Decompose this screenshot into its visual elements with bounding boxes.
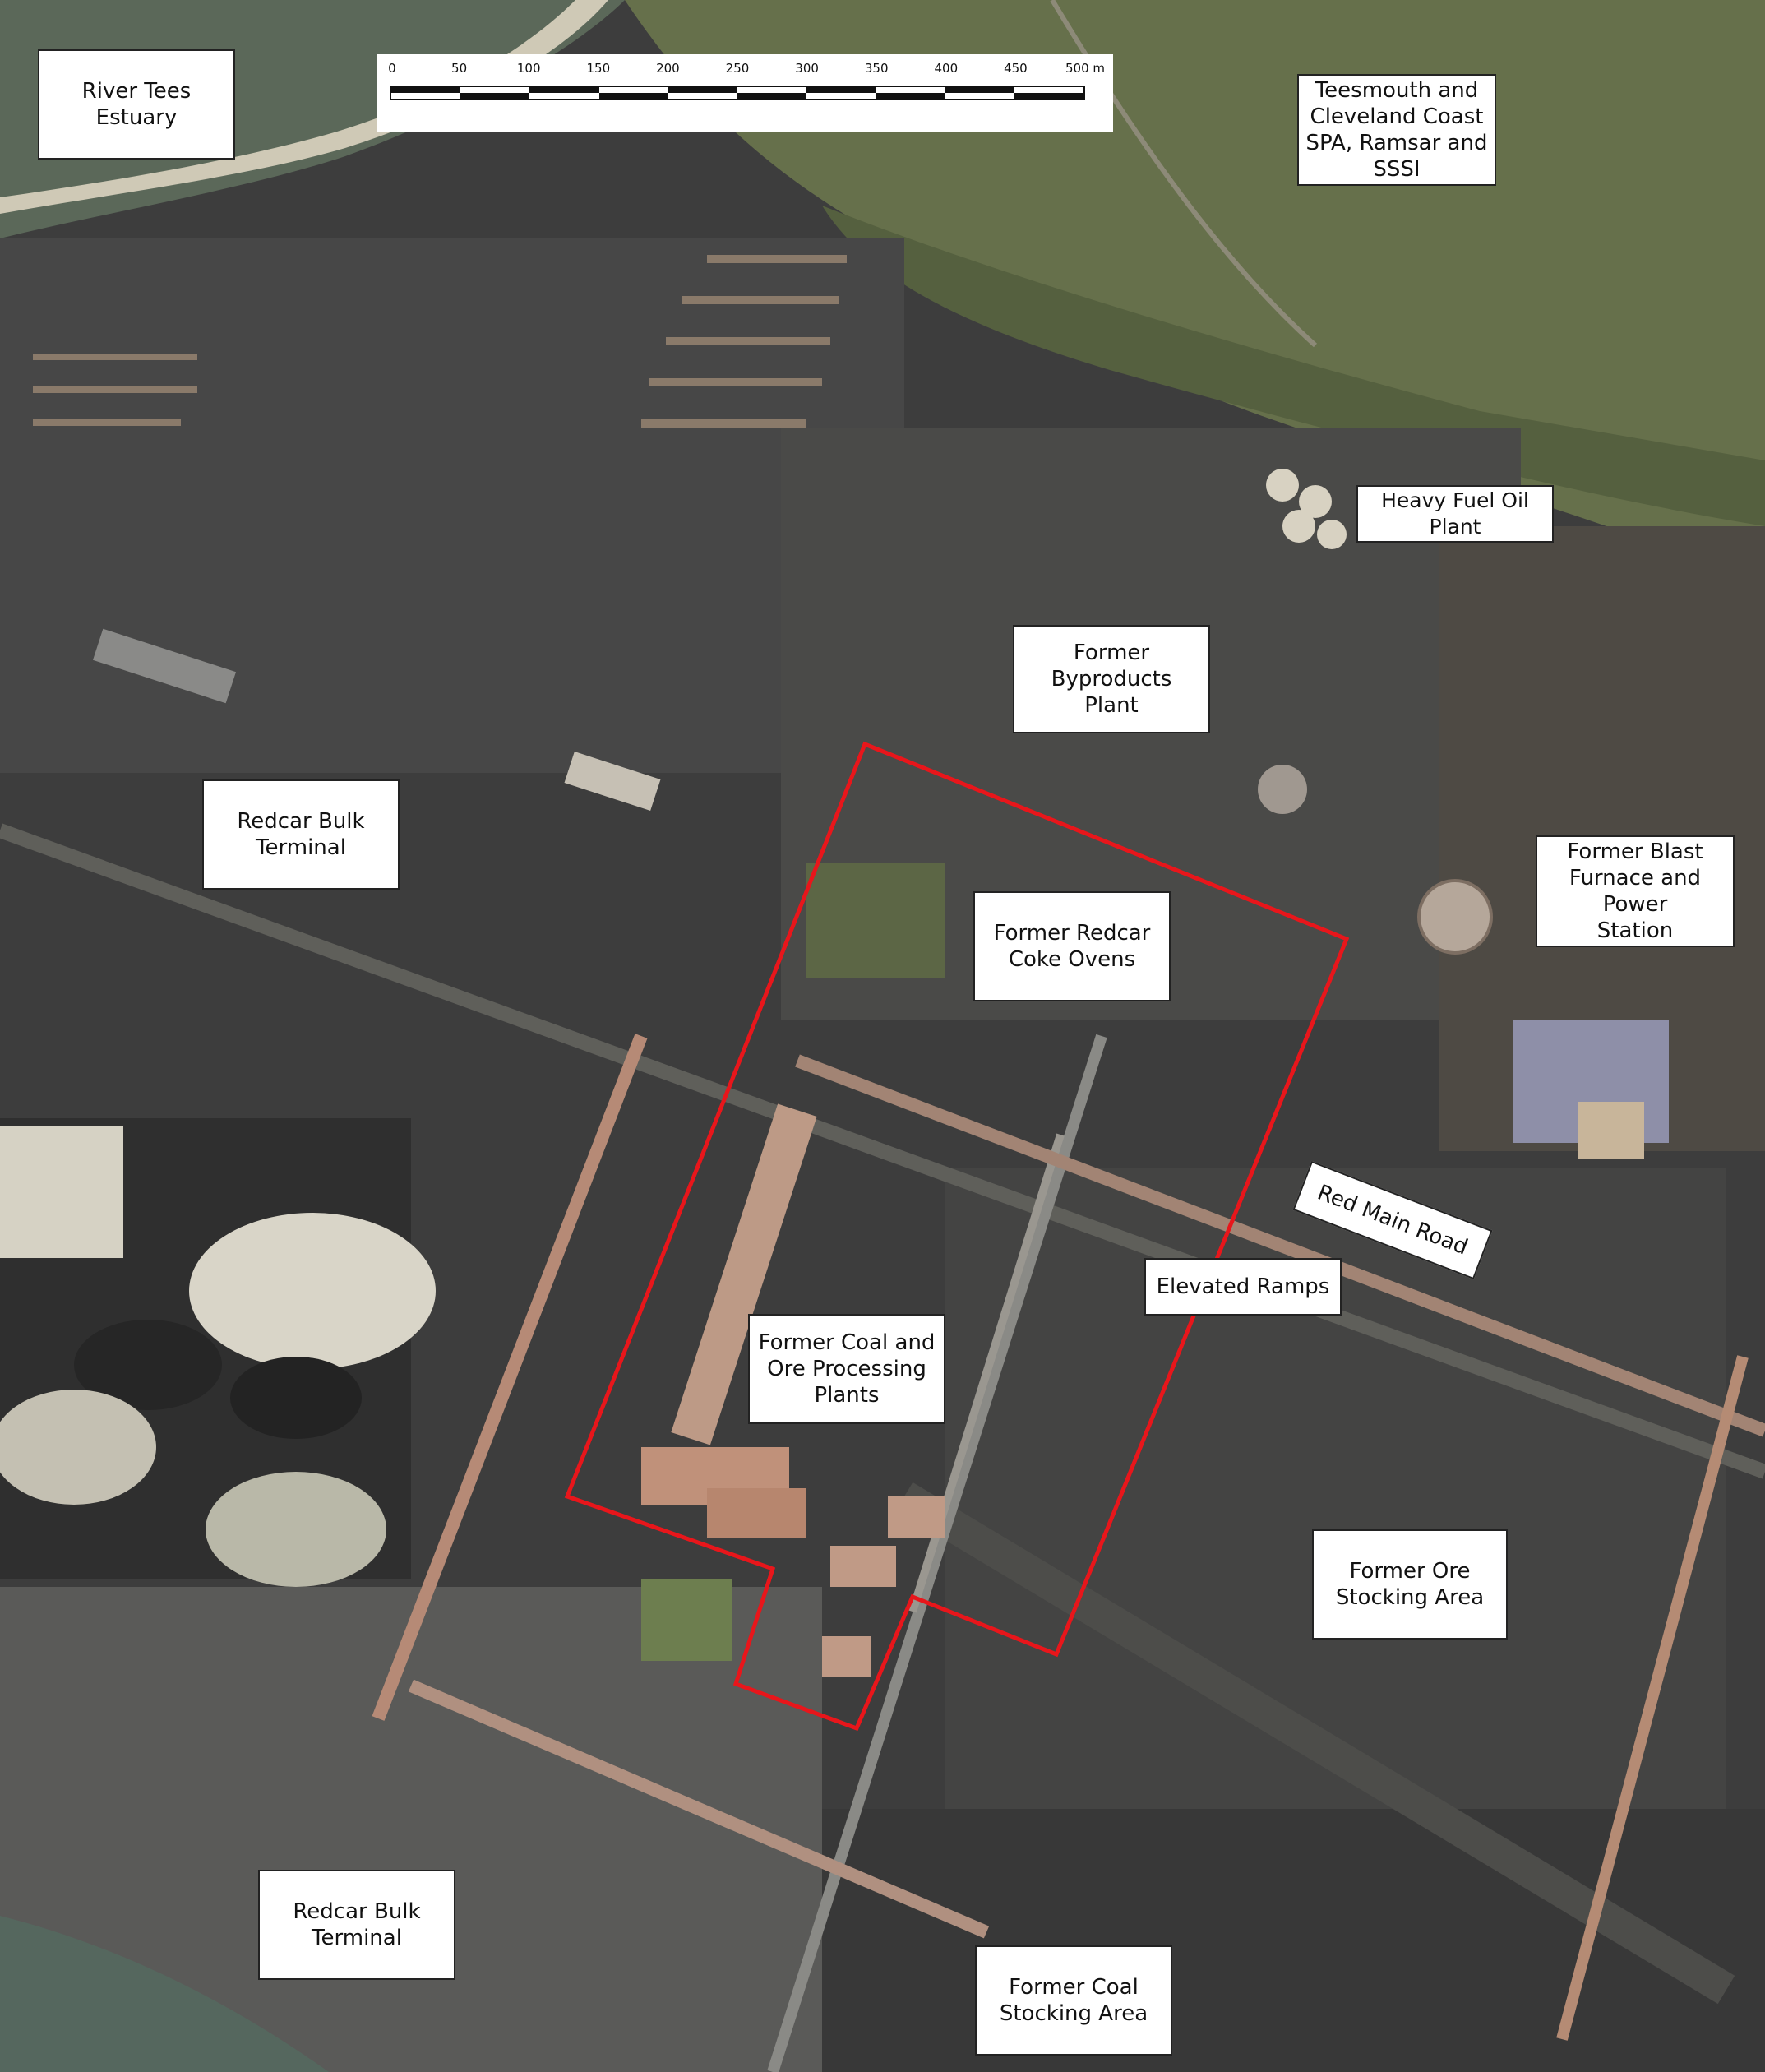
label-redcar-bulk-terminal-north: Redcar Bulk Terminal bbox=[202, 779, 400, 890]
scale-segment bbox=[668, 87, 738, 99]
scale-tick-label: 500 m bbox=[1065, 61, 1106, 76]
sand-stockpile bbox=[0, 1390, 156, 1505]
north-warehouse bbox=[92, 628, 237, 704]
north-stockyard bbox=[0, 238, 904, 773]
red-main-road-line bbox=[0, 823, 1765, 1479]
estuary-sand bbox=[0, 0, 608, 214]
scale-tick-label: 450 bbox=[1004, 61, 1028, 76]
scale-segment bbox=[737, 87, 807, 99]
label-river-tees-estuary: River Tees Estuary bbox=[38, 49, 235, 160]
scale-tick-label: 250 bbox=[725, 61, 750, 76]
white-stockpile-2 bbox=[0, 1126, 123, 1258]
coke-ovens-green bbox=[806, 863, 945, 978]
scale-bar-segments bbox=[390, 86, 1085, 100]
gasholder-dome bbox=[1417, 879, 1493, 955]
white-stockpile-1 bbox=[189, 1213, 436, 1369]
label-redcar-bulk-terminal-south: Redcar Bulk Terminal bbox=[258, 1870, 455, 1980]
scale-segment bbox=[460, 87, 530, 99]
power-station-annex bbox=[1578, 1102, 1644, 1159]
scale-segment bbox=[806, 87, 876, 99]
scale-tick-label: 0 bbox=[388, 61, 396, 76]
dark-stockpile-1 bbox=[74, 1320, 222, 1410]
scale-segment bbox=[391, 87, 461, 99]
vegetation-strip bbox=[822, 206, 1765, 526]
label-former-byproducts-plant: Former Byproducts Plant bbox=[1013, 625, 1210, 733]
fuel-oil-tanks bbox=[1266, 469, 1347, 549]
scale-tick-label: 100 bbox=[516, 61, 541, 76]
processing-building-3 bbox=[830, 1546, 896, 1587]
scale-segment bbox=[1014, 87, 1084, 99]
conveyor-ramp-main bbox=[767, 1034, 1107, 2072]
scale-segment bbox=[876, 87, 945, 99]
scale-segment bbox=[598, 87, 668, 99]
scale-segment bbox=[529, 87, 599, 99]
processing-building-4 bbox=[822, 1636, 871, 1677]
scale-tick-label: 200 bbox=[656, 61, 680, 76]
conveyor-east-edge bbox=[1556, 1355, 1749, 2041]
gasholder-2 bbox=[1258, 765, 1307, 814]
scale-tick-label: 400 bbox=[934, 61, 959, 76]
conveyor-west bbox=[372, 1034, 648, 1721]
label-former-ore-stocking-area: Former Ore Stocking Area bbox=[1312, 1529, 1508, 1640]
site-boundary bbox=[564, 741, 1350, 1732]
green-field bbox=[641, 1579, 732, 1661]
label-former-coal-stocking-area: Former Coal Stocking Area bbox=[975, 1945, 1172, 2056]
processing-building-5 bbox=[888, 1496, 945, 1538]
processing-building-long bbox=[671, 1103, 817, 1445]
label-former-blast-furnace: Former Blast Furnace and Power Station bbox=[1536, 835, 1735, 947]
scale-segment bbox=[945, 87, 1014, 99]
scale-bar: 0 50 100 150 200 250 300 350 400 450 500 m bbox=[377, 54, 1113, 132]
north-yard-rows bbox=[33, 255, 847, 428]
label-former-coal-ore-processing: Former Coal and Ore Processing Plants bbox=[748, 1314, 945, 1424]
scale-tick-label: 350 bbox=[864, 61, 889, 76]
north-building-2 bbox=[564, 751, 661, 812]
processing-building-2 bbox=[707, 1488, 806, 1538]
label-teesmouth-spa: Teesmouth and Cleveland Coast SPA, Ramsa… bbox=[1297, 74, 1496, 186]
rail-corridor-east bbox=[895, 1482, 1735, 2005]
scale-tick-label: 50 bbox=[451, 61, 468, 76]
conveyor-south bbox=[408, 1679, 990, 1939]
grey-stockpile bbox=[206, 1472, 386, 1587]
label-elevated-ramps: Elevated Ramps bbox=[1144, 1258, 1342, 1316]
scale-tick-label: 150 bbox=[586, 61, 611, 76]
scale-tick-label: 300 bbox=[795, 61, 819, 76]
south-water bbox=[0, 1916, 329, 2072]
dark-stockpile-2 bbox=[230, 1357, 362, 1439]
label-heavy-fuel-oil-plant: Heavy Fuel Oil Plant bbox=[1356, 485, 1554, 543]
label-former-redcar-coke-ovens: Former Redcar Coke Ovens bbox=[973, 891, 1171, 1001]
conveyor-north bbox=[795, 1054, 1765, 1437]
